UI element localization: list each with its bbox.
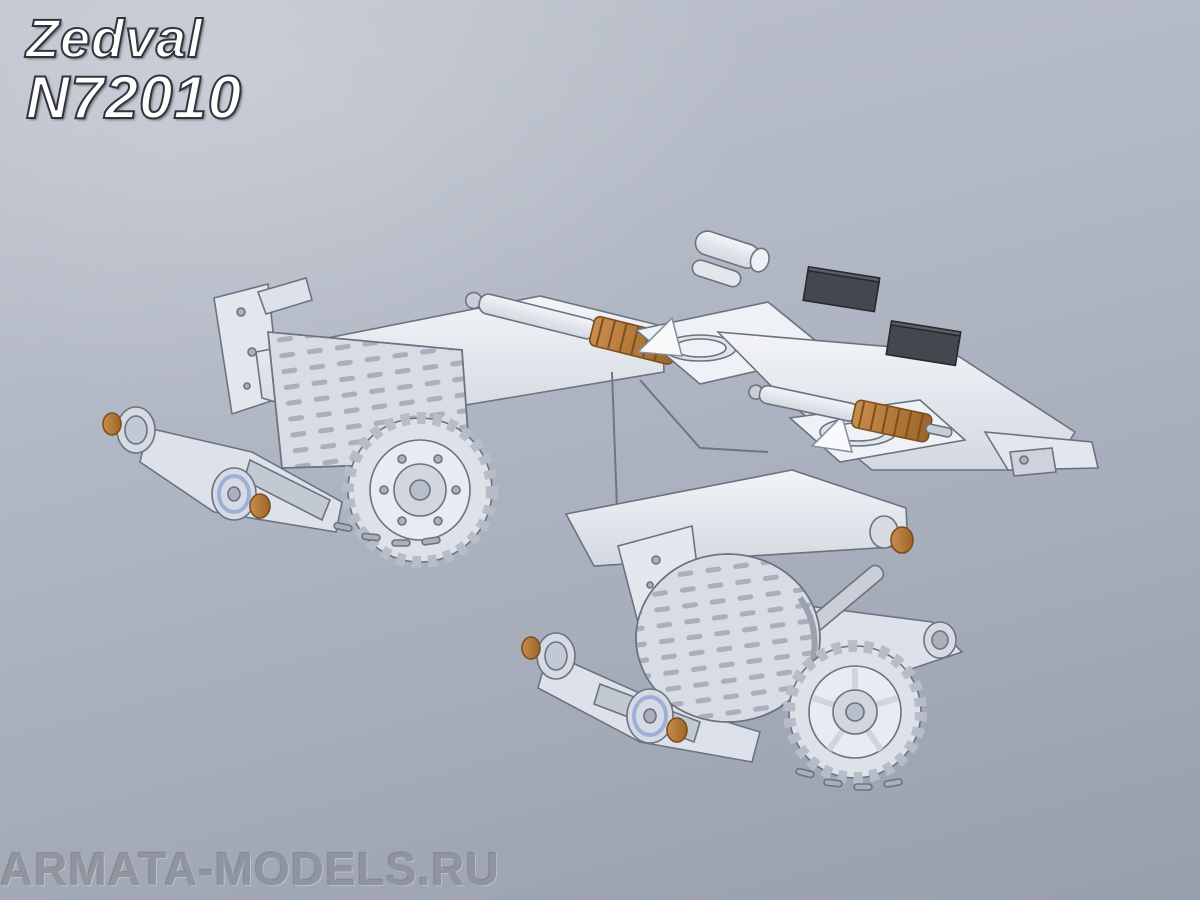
watermark: ARMATA-MODELS.RU [0,843,500,895]
shock-absorber-lower [748,384,953,443]
product-code: N72010 [25,64,243,132]
brand-label: Zedval N72010 [25,9,243,132]
brand-name: Zedval [25,9,204,69]
right-assembly [634,230,1100,477]
bottom-assembly [521,524,964,791]
center-beam [564,469,914,567]
